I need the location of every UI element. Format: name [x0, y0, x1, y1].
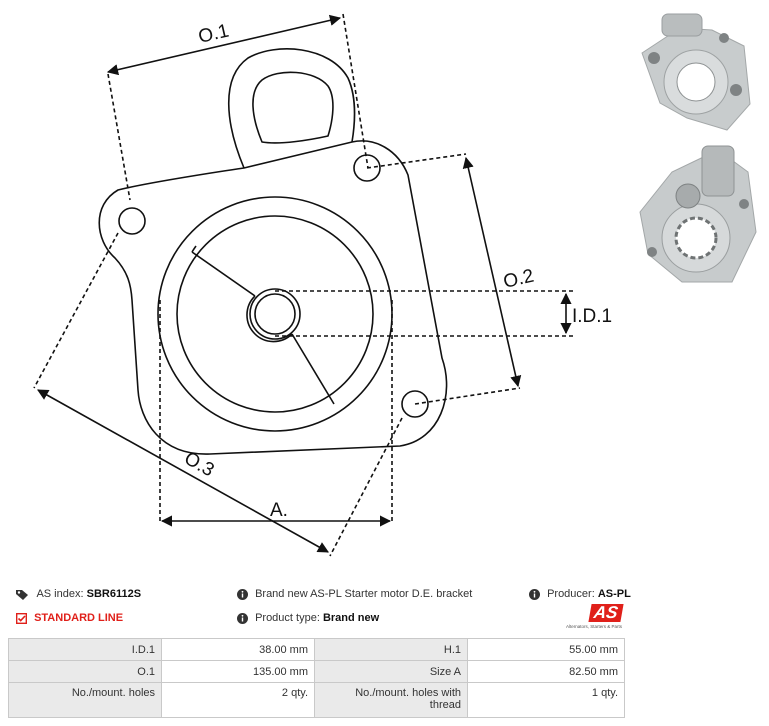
producer-label: Producer: — [547, 588, 595, 600]
table-row: I.D.1 38.00 mm H.1 55.00 mm — [8, 638, 625, 661]
specs-table: I.D.1 38.00 mm H.1 55.00 mm O.1 135.00 m… — [8, 638, 625, 718]
logo-tagline: Alternators, Starters & Parts — [565, 624, 622, 629]
technical-drawing: O.1 O.2 O.3 A. I.D.1 — [33, 13, 612, 557]
shaft-outer — [249, 288, 301, 340]
wedge-cutout — [191, 245, 335, 405]
spec-key: No./mount. holes — [8, 682, 162, 718]
spec-value: 55.00 mm — [467, 638, 625, 661]
spec-value: 38.00 mm — [161, 638, 315, 661]
bore-inner — [176, 215, 374, 413]
spec-key: Size A — [314, 660, 468, 683]
label-id1: I.D.1 — [572, 306, 612, 327]
info-icon — [529, 588, 540, 600]
product-type-label: Product type: — [255, 612, 320, 624]
product-photo-front — [641, 13, 751, 131]
label-o2: O.2 — [501, 266, 536, 293]
bracket-lug-inner — [252, 71, 334, 144]
bracket-lug — [227, 48, 356, 169]
dim-o2-line — [462, 156, 522, 388]
dim-o3-line — [37, 389, 329, 553]
info-icon — [237, 612, 248, 624]
spec-key: O.1 — [8, 660, 162, 683]
tags-icon — [16, 589, 28, 600]
spec-value: 135.00 mm — [161, 660, 315, 683]
standard-line-label: STANDARD LINE — [34, 612, 124, 624]
spec-value: 2 qty. — [161, 682, 315, 718]
info-icon — [237, 588, 248, 600]
spec-key: H.1 — [314, 638, 468, 661]
spec-value: 1 qty. — [467, 682, 625, 718]
producer-value: AS-PL — [597, 588, 631, 600]
description: Brand new AS-PL Starter motor D.E. brack… — [237, 588, 472, 600]
as-pl-logo: AS Alternators, Starters & Parts — [562, 603, 624, 632]
mount-hole-bottom — [401, 390, 429, 418]
table-row: No./mount. holes 2 qty. No./mount. holes… — [8, 682, 625, 718]
checkbox-icon — [16, 612, 27, 624]
producer: Producer: AS-PL — [529, 588, 631, 600]
table-row: O.1 135.00 mm Size A 82.50 mm — [8, 660, 625, 683]
spec-key: No./mount. holes with thread — [314, 682, 468, 718]
mount-hole-top — [353, 154, 381, 182]
as-index-value: SBR6112S — [86, 588, 142, 600]
bore-outer — [157, 196, 393, 432]
description-text: Brand new AS-PL Starter motor D.E. brack… — [255, 588, 473, 600]
label-a: A. — [270, 500, 288, 521]
label-o3: O.3 — [181, 448, 218, 481]
spec-value: 82.50 mm — [467, 660, 625, 683]
as-index: AS index: SBR6112S — [16, 588, 141, 600]
product-type-value: Brand new — [322, 612, 380, 624]
standard-line: STANDARD LINE — [16, 612, 123, 624]
spec-key: I.D.1 — [8, 638, 162, 661]
shaft-inner — [254, 293, 296, 335]
product-type: Product type: Brand new — [237, 612, 379, 624]
logo-mark: AS — [588, 603, 624, 622]
mount-hole-left — [118, 207, 146, 235]
product-photo-back — [639, 145, 757, 283]
as-index-label: AS index: — [36, 588, 84, 600]
bracket-flange — [98, 140, 448, 455]
dim-o1-line — [106, 14, 342, 76]
